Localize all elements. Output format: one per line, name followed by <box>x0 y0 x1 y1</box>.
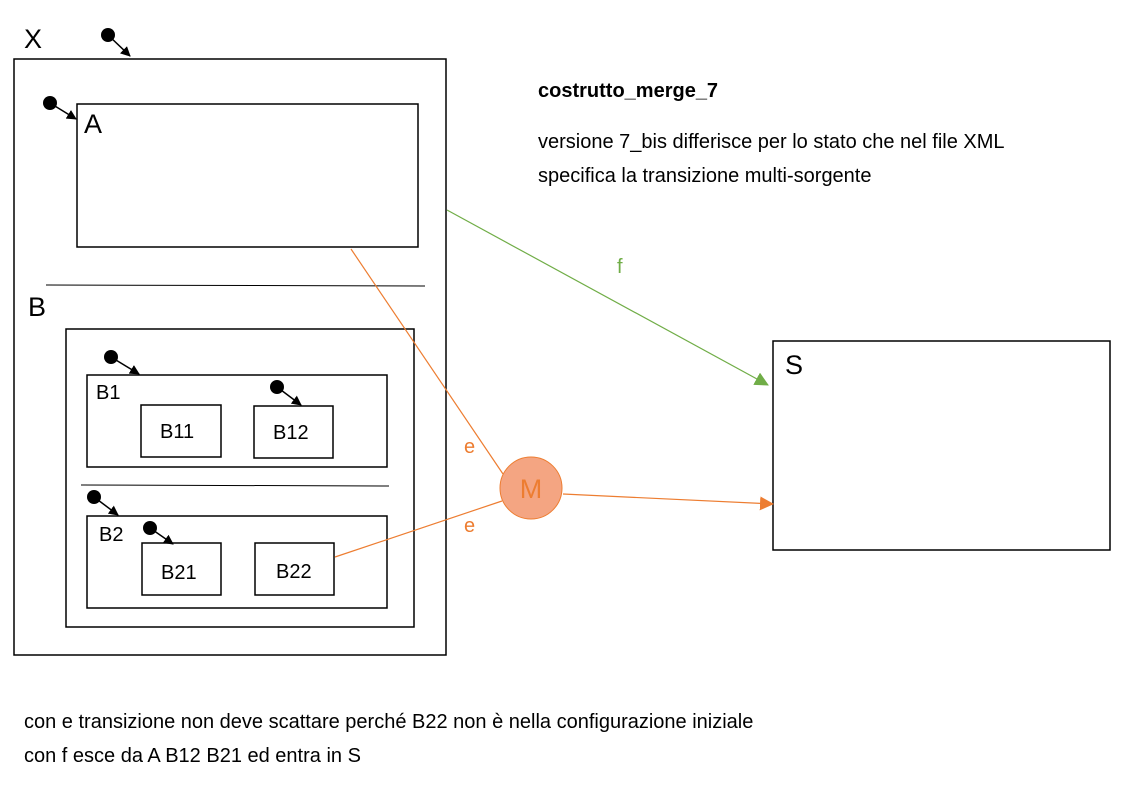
state-b21-label: B21 <box>161 562 197 584</box>
state-a-box <box>76 103 419 248</box>
initial-pseudostate-x <box>101 28 131 57</box>
transition-e-from-b22 <box>334 500 503 558</box>
state-b1-label: B1 <box>96 382 120 404</box>
description-line-2: specifica la transizione multi-sorgente <box>538 165 872 187</box>
initial-pseudostate-b12 <box>270 380 302 406</box>
state-a-label: A <box>84 109 102 139</box>
transition-e-label-1: e <box>464 436 475 458</box>
initial-pseudostate-b2 <box>87 490 119 516</box>
state-b11-box <box>140 404 222 458</box>
state-b-label: B <box>28 292 46 322</box>
merge-node-label: M <box>520 474 543 504</box>
state-b11-label: B11 <box>160 421 194 443</box>
diagram-title: costrutto_merge_7 <box>538 80 719 102</box>
diagram-description: versione 7_bis differisce per lo stato c… <box>538 125 1005 193</box>
region-separator-b <box>80 484 390 487</box>
merge-node-m <box>499 456 563 520</box>
footer-line-1: con e transizione non deve scattare perc… <box>24 711 754 733</box>
state-b2-box <box>86 515 388 609</box>
state-b1-box <box>86 374 388 468</box>
state-b12-box <box>253 405 334 459</box>
transition-f-label: f <box>617 256 623 278</box>
state-x-label: X <box>24 24 42 54</box>
transition-e-from-a <box>350 248 504 475</box>
footer-notes: con e transizione non deve scattare perc… <box>24 705 753 773</box>
initial-pseudostate-a <box>43 96 77 120</box>
footer-line-2: con f esce da A B12 B21 ed entra in S <box>24 745 361 767</box>
description-line-1: versione 7_bis differisce per lo stato c… <box>538 131 1005 153</box>
transition-f-arrow <box>446 209 769 386</box>
state-b2-label: B2 <box>99 524 123 546</box>
state-b22-label: B22 <box>276 561 312 583</box>
state-s-box <box>772 340 1111 551</box>
region-separator-x <box>45 284 426 287</box>
state-x-box <box>13 58 447 656</box>
initial-pseudostate-b1 <box>104 350 140 375</box>
state-b22-box <box>254 542 335 596</box>
state-s-label: S <box>785 350 803 380</box>
transition-m-to-s <box>562 493 774 511</box>
state-b-box <box>65 328 415 628</box>
state-b12-label: B12 <box>273 422 309 444</box>
state-b21-box <box>141 542 222 596</box>
initial-pseudostate-b21 <box>143 521 174 545</box>
transition-e-label-2: e <box>464 515 475 537</box>
